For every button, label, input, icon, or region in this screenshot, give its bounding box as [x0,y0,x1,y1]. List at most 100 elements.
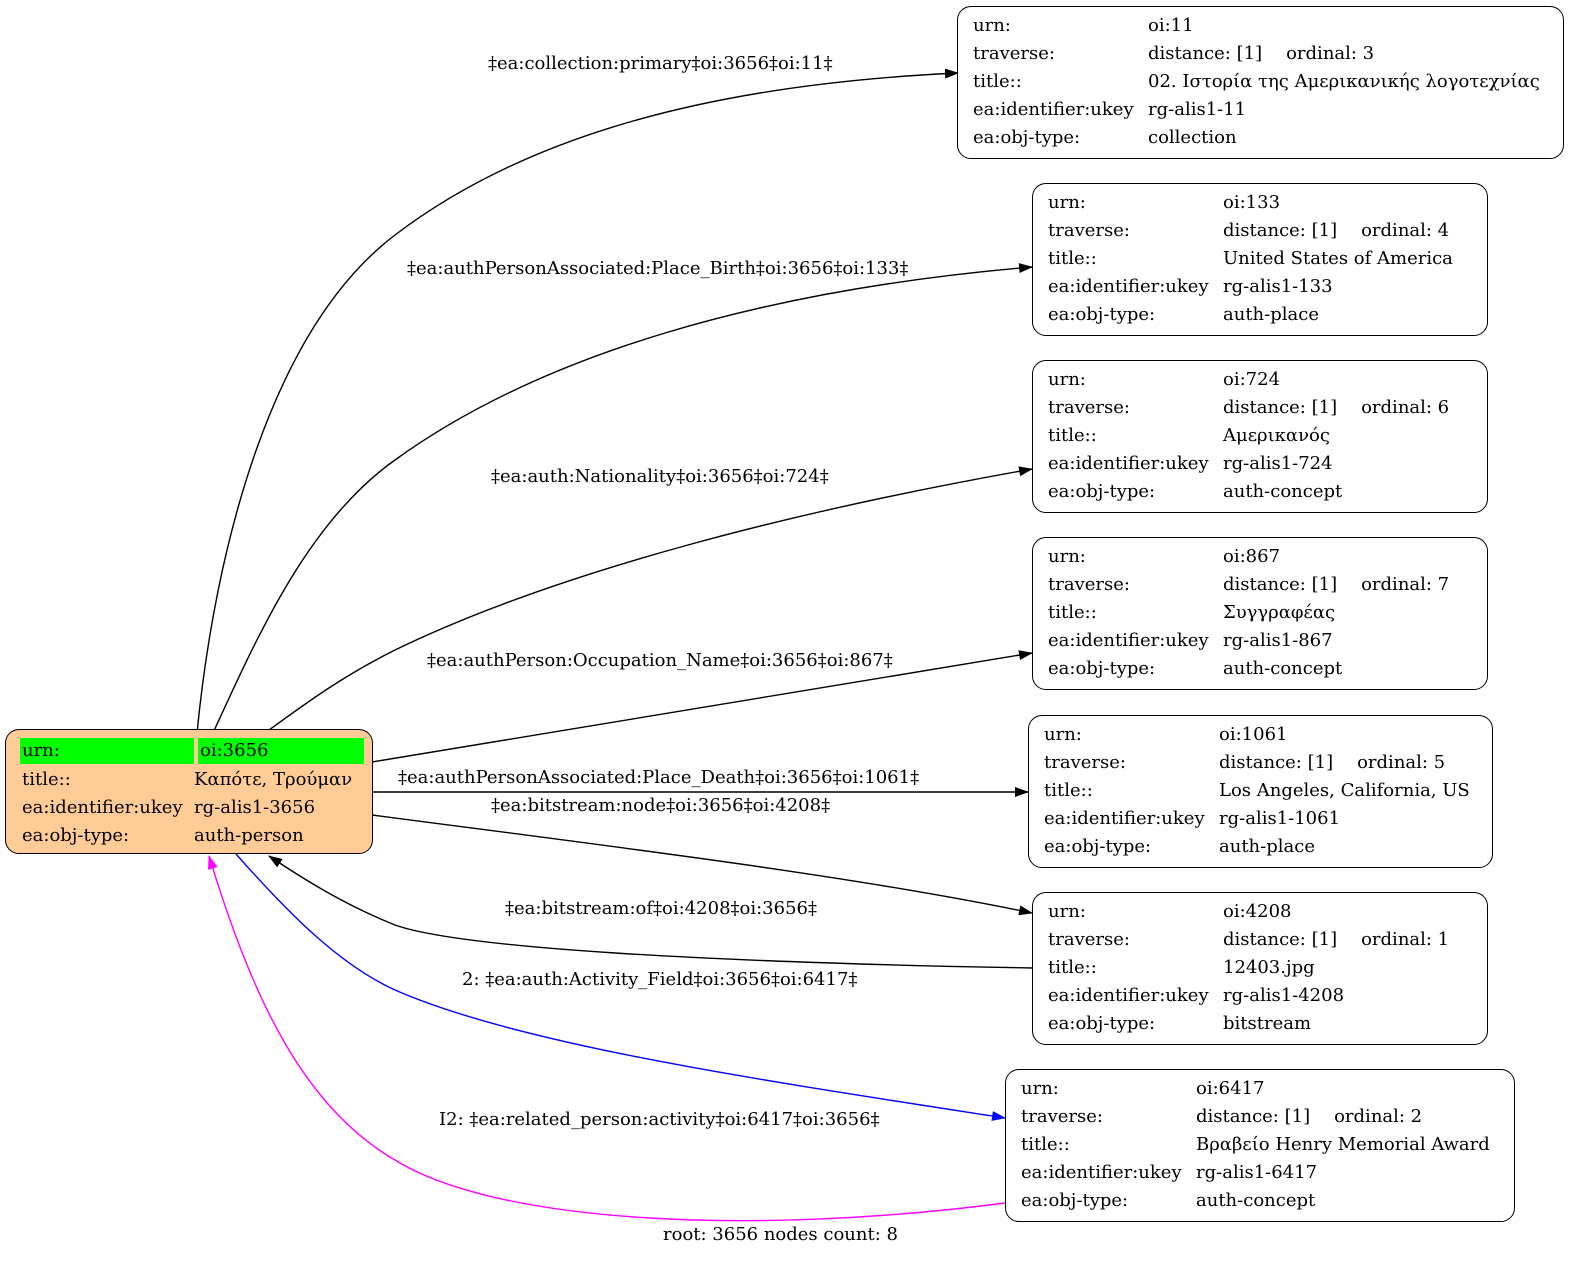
node-oi-867[interactable]: urn: oi:867 traverse:distance: [1]ordinal… [1032,537,1488,690]
node-row-traverse: traverse:distance: [1]ordinal: 6 [1048,394,1473,422]
node-oi-11[interactable]: urn:oi:11 traverse:distance: [1]ordinal:… [957,6,1564,159]
traverse-distance: distance: [1] [1223,397,1338,418]
field-value: Καπότε, Τρούμαν [194,769,353,790]
field-key: title:: [973,71,1022,92]
traverse-ordinal: ordinal: 3 [1286,43,1375,64]
field-key: title:: [22,769,71,790]
field-value: auth-place [1223,304,1319,325]
field-value: oi:867 [1223,546,1281,567]
field-value: oi:724 [1223,369,1281,390]
node-row-title: title::United States of America [1048,245,1473,273]
traverse-distance: distance: [1] [1223,220,1338,241]
edge-label-activity-field: 2: ‡ea:auth:Activity_Field‡oi:3656‡oi:64… [462,969,858,990]
field-key: traverse: [1048,220,1130,241]
node-oi-133[interactable]: urn:oi:133 traverse: distance: [1] ordinal… [1032,183,1488,336]
edge-label-nationality: ‡ea:auth:Nationality‡oi:3656‡oi:724‡ [491,466,829,487]
field-key: ea:obj-type: [1044,836,1152,857]
node-row-traverse: traverse:distance: [1]ordinal: 3 [973,40,1549,68]
edge-place-birth [212,263,1033,734]
field-key: urn: [1021,1078,1059,1099]
node-row-urn: urn:oi:1061 [1044,721,1478,749]
field-value: auth-concept [1196,1190,1316,1211]
field-key: ea:identifier:ukey [1044,808,1205,829]
field-key: ea:obj-type: [973,127,1081,148]
node-row-traverse: traverse: distance: [1] ordinal: 4 [1048,217,1473,245]
field-value: oi:11 [1148,15,1194,36]
node-row-obj-type: ea:obj-type:auth-concept [1021,1187,1500,1215]
node-row-obj-type: ea:obj-type: auth-concept [1048,478,1473,506]
node-row-obj-type: ea:obj-type: auth-place [1044,833,1478,861]
node-oi-4208[interactable]: urn: oi:4208 traverse:distance: [1]ordina… [1032,892,1488,1045]
field-key: traverse: [1021,1106,1103,1127]
field-value: auth-person [194,825,304,846]
root-node-oi-3656[interactable]: urn: oi:3656 title:: Καπότε, Τρούμαν ea:… [5,729,373,854]
traverse-ordinal: ordinal: 1 [1361,929,1450,950]
node-row-urn: urn: oi:867 [1048,543,1473,571]
traverse-distance: distance: [1] [1148,43,1263,64]
field-key: urn: [1048,546,1086,567]
field-value: oi:133 [1223,192,1281,213]
node-row-urn: urn:oi:11 [973,12,1549,40]
field-value: auth-concept [1223,481,1343,502]
root-row-urn: urn: oi:3656 [20,738,364,764]
edge-activity-field [235,853,1006,1121]
graph-footer: root: 3656 nodes count: 8 [663,1224,898,1245]
node-row-traverse: traverse:distance: [1]ordinal: 7 [1048,571,1473,599]
field-key: ea:identifier:ukey [1048,985,1209,1006]
node-row-obj-type: ea:obj-type:collection [973,124,1549,152]
edge-label-occupation: ‡ea:authPerson:Occupation_Name‡oi:3656‡o… [427,650,893,671]
field-value: bitstream [1223,1013,1312,1034]
field-key: title:: [1048,425,1097,446]
field-key: ea:obj-type: [1048,481,1156,502]
node-oi-6417[interactable]: urn:oi:6417 traverse:distance: [1]ordina… [1005,1069,1515,1222]
node-oi-1061[interactable]: urn:oi:1061 traverse:distance: [1]ordina… [1028,715,1493,868]
node-row-urn: urn: oi:6417 [1021,1075,1500,1103]
field-value: oi:4208 [1223,901,1292,922]
root-row-obj-type: ea:obj-type: auth-person [20,822,358,850]
field-key: title:: [1021,1134,1070,1155]
field-key: urn: [1048,369,1086,390]
field-value: Συγγραφέας [1223,602,1336,623]
node-row-title: title::02. Ιστορία της Αμερικανικής λογο… [973,68,1549,96]
traverse-distance: distance: [1] [1219,752,1334,773]
field-key: urn: [1048,901,1086,922]
field-key: ea:obj-type: [1048,304,1156,325]
field-key: ea:identifier:ukey [1021,1162,1182,1183]
edge-label-bitstream-of: ‡ea:bitstream:of‡oi:4208‡oi:3656‡ [505,898,817,919]
node-row-ukey: ea:identifier:ukey rg-alis1-1061 [1044,805,1478,833]
edge-label-place-birth: ‡ea:authPersonAssociated:Place_Birth‡oi:… [407,258,909,279]
field-value: oi:6417 [1196,1078,1265,1099]
field-value: rg-alis1-1061 [1219,808,1341,829]
node-row-title: title::Los Angeles, California, US [1044,777,1478,805]
node-row-obj-type: ea:obj-type: auth-place [1048,301,1473,329]
field-key: ea:identifier:ukey [1048,276,1209,297]
edge-label-related-person-activity: I2: ‡ea:related_person:activity‡oi:6417‡… [439,1109,880,1130]
field-key: title:: [1048,957,1097,978]
field-key: ea:identifier:ukey [1048,630,1209,651]
field-key: title:: [1048,602,1097,623]
field-key: title:: [1048,248,1097,269]
edge-bitstream-of [268,855,1033,969]
field-value: auth-place [1219,836,1315,857]
node-row-traverse: traverse:distance: [1]ordinal: 1 [1048,926,1473,954]
field-value: auth-concept [1223,658,1343,679]
field-key: title:: [1044,780,1093,801]
edge-label-bitstream-node: ‡ea:bitstream:node‡oi:3656‡oi:4208‡ [491,795,831,816]
node-row-urn: urn:oi:133 [1048,189,1473,217]
node-row-title: title::Συγγραφέας [1048,599,1473,627]
node-oi-724[interactable]: urn:oi:724 traverse:distance: [1]ordinal… [1032,360,1488,513]
edge-label-place-death: ‡ea:authPersonAssociated:Place_Death‡oi:… [398,767,920,788]
traverse-ordinal: ordinal: 4 [1361,220,1450,241]
field-key: traverse: [1048,397,1130,418]
node-row-title: title::12403.jpg [1048,954,1473,982]
field-value: Los Angeles, California, US [1219,780,1470,801]
field-key: traverse: [1044,752,1126,773]
node-row-obj-type: ea:obj-type:bitstream [1048,1010,1473,1038]
traverse-distance: distance: [1] [1196,1106,1311,1127]
root-row-ukey: ea:identifier:ukey rg-alis1-3656 [20,794,358,822]
edge-collection-primary [196,68,959,734]
